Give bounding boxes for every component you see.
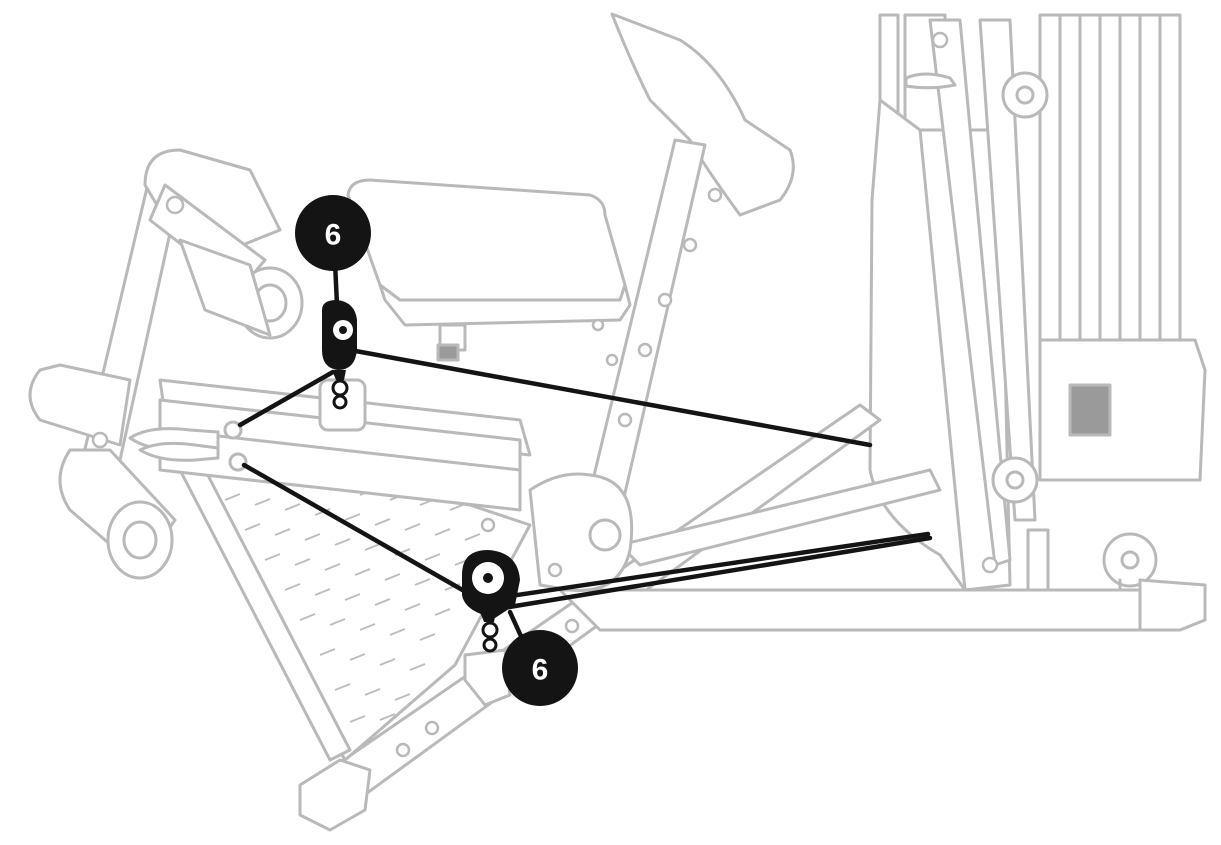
machine-frame	[28, 12, 1207, 832]
cable-lower-to-tower-b	[500, 535, 933, 611]
tower-shroud	[868, 98, 967, 592]
callout-lower: 6	[502, 630, 578, 706]
foot-plate	[178, 458, 532, 762]
callout-lower-label: 6	[532, 654, 549, 687]
leg-extension	[28, 148, 352, 762]
cable-routing	[237, 259, 933, 648]
cable-hook-to-lower	[241, 462, 483, 603]
callout-upper: 6	[295, 195, 371, 271]
cable-upper-to-tower	[347, 347, 873, 448]
cable-upper-to-hook	[237, 369, 336, 428]
back-pad	[610, 12, 795, 217]
upper-pulley	[322, 300, 357, 410]
base-rails	[298, 403, 1207, 832]
snap-hook	[128, 420, 248, 472]
lower-pulley	[462, 550, 520, 653]
seat-upright	[318, 138, 723, 592]
weight-tower	[878, 13, 1207, 632]
callout-upper-label: 6	[325, 219, 342, 252]
cable-lower-to-tower-a	[494, 531, 931, 601]
seat-pad	[346, 178, 632, 362]
